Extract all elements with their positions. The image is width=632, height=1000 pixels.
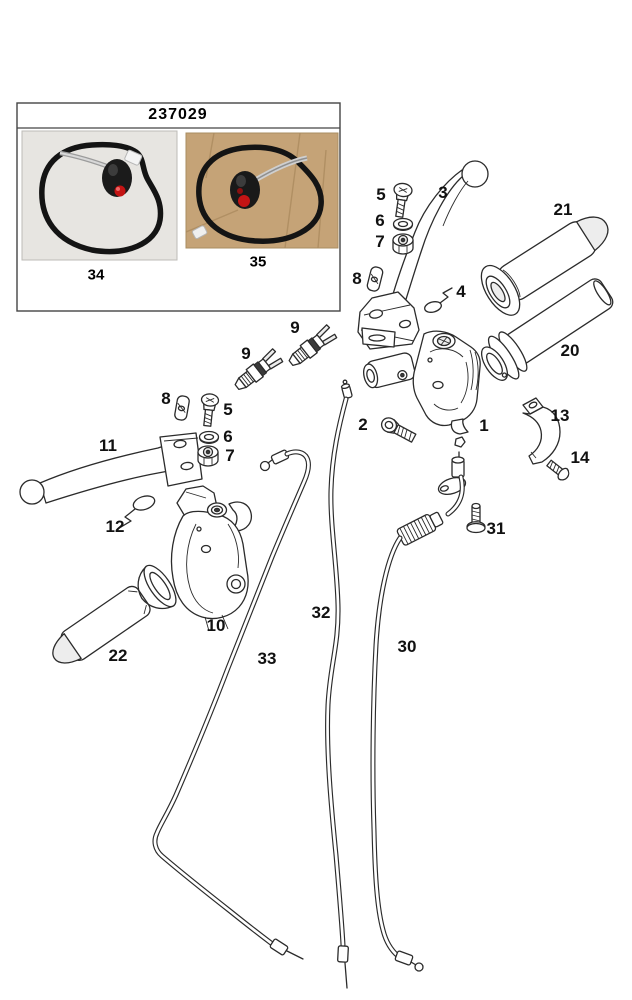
part-21-right-grip [480,216,609,316]
photo-label-34: 34 [87,266,105,284]
part-10-left-lever-housing [170,485,253,632]
part-5-screw-right [393,182,413,218]
reference-part-number: 237029 [148,106,208,123]
photo-34 [21,130,178,261]
part-13-clamp [522,397,561,465]
part-5-screw-left [200,393,220,427]
photo-35 [185,132,339,249]
part-7-nut-left [197,445,219,467]
part-1-throttle-housing [363,330,481,435]
part-11-left-brake-lever [19,432,203,505]
part-8-pivot-pin-right [366,266,384,292]
part-6-washer-right [392,217,414,231]
part-32-brake-cable [325,379,353,989]
part-33-brake-cable [152,449,311,960]
part-7-nut-right [392,233,414,255]
part-31-screw [466,502,486,534]
reference-box [16,102,341,312]
part-12-wire-clip [120,495,156,528]
part-9-switch-left [234,348,284,391]
part-6-washer-left [198,430,220,444]
part-3-lever-perch [357,291,420,350]
photo-label-35: 35 [249,253,267,271]
part-22-left-grip [52,564,177,664]
part-9-switch-right [288,324,338,367]
part-14-screw [546,459,570,481]
part-2-bolt [380,417,417,443]
part-4-wire-clip [424,287,453,313]
part-8-pivot-pin-left [174,395,190,421]
part-30-throttle-cable [370,436,467,972]
part-20-throttle-tube [480,278,614,381]
